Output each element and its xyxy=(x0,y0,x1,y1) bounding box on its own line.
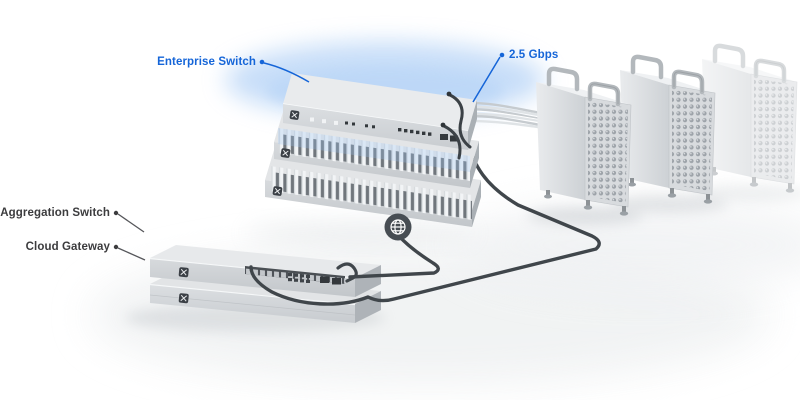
cable-switch-to-aggregation xyxy=(249,134,601,306)
workstation-tower-3 xyxy=(702,46,797,193)
cable-globe-to-aggregation xyxy=(348,234,440,279)
link-speed-label: 2.5 Gbps xyxy=(509,49,559,61)
enterprise-switch-leader xyxy=(259,59,310,83)
enterprise-switch-label: Enterprise Switch xyxy=(157,56,256,68)
workstation-tower-2 xyxy=(620,57,715,204)
aggregation-switch-label: Aggregation Switch xyxy=(0,207,110,219)
switch-unit-1-enterprise xyxy=(282,73,477,150)
port-cluster xyxy=(288,273,341,285)
enterprise-switch-stack xyxy=(265,73,481,227)
globe-icon xyxy=(384,213,412,241)
label-leaders xyxy=(113,52,505,261)
cable-loop-right xyxy=(336,262,358,283)
workstation-tower-1 xyxy=(536,69,631,216)
stack-uplink-cables xyxy=(440,91,472,160)
link-speed-leader xyxy=(472,52,505,103)
cloud-gateway-label: Cloud Gateway xyxy=(25,241,110,253)
patch-cables xyxy=(249,134,601,306)
switch-unit-2 xyxy=(274,112,479,188)
cloud-gateway-leader xyxy=(113,244,146,261)
aggregation-switch-device xyxy=(149,245,381,297)
aggregation-switch-leader xyxy=(113,210,145,233)
